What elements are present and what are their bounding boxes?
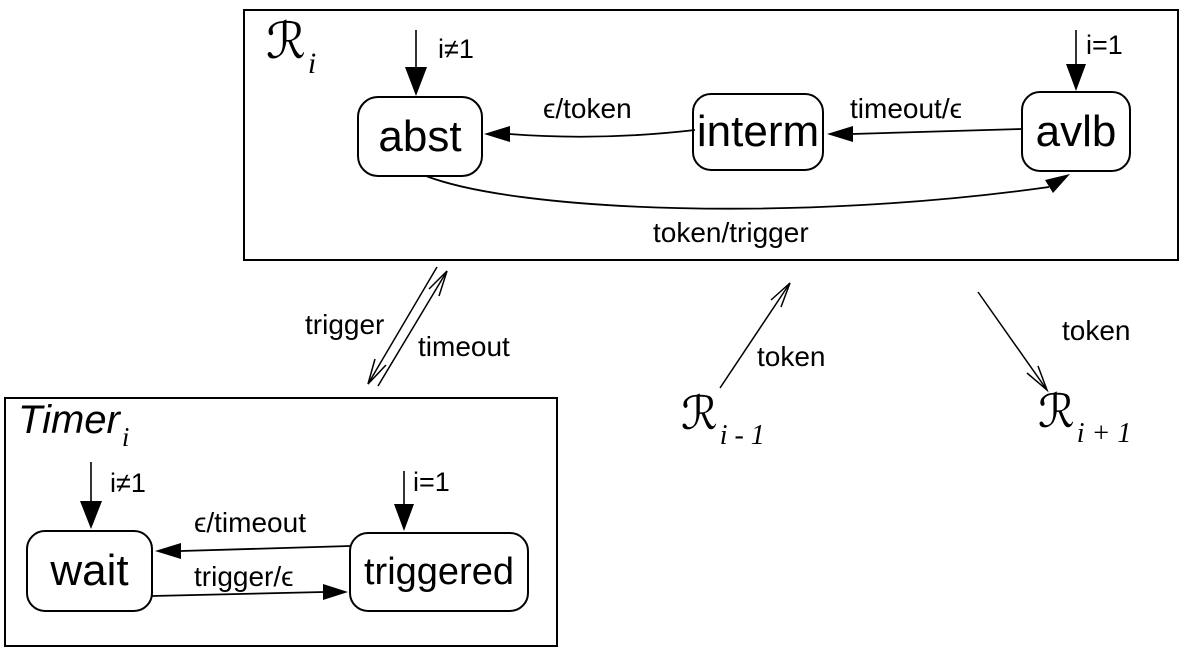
init-guard-avlb: i=1 bbox=[1086, 30, 1123, 60]
ri-title-sub: i bbox=[307, 47, 317, 80]
timer-title: Timeri bbox=[18, 398, 129, 451]
arrow-triggered-to-wait bbox=[155, 543, 351, 559]
neighbor-next: ℛi + 1 bbox=[1038, 388, 1131, 448]
label-eps-timeout: ϵ/timeout bbox=[194, 507, 306, 538]
neighbor-next-sub: i + 1 bbox=[1076, 418, 1132, 449]
init-guard-abst: i≠1 bbox=[438, 34, 474, 64]
arrow-init-abst bbox=[405, 30, 427, 96]
arrow-rprev-to-ri-token bbox=[719, 282, 791, 389]
ri-title: ℛi bbox=[266, 16, 316, 79]
neighbor-next-main: ℛ bbox=[1038, 384, 1075, 438]
state-wait-label: wait bbox=[50, 546, 129, 595]
arrow-init-avlb bbox=[1066, 30, 1086, 91]
state-triggered-label: triggered bbox=[364, 550, 514, 593]
label-timeout-eps: timeout/ϵ bbox=[850, 93, 962, 124]
arrow-ri-to-timer-trigger bbox=[367, 266, 438, 385]
state-interm bbox=[692, 93, 824, 171]
label-trigger: trigger bbox=[305, 309, 385, 340]
label-token-trigger: token/trigger bbox=[653, 217, 809, 248]
ri-machine-box bbox=[243, 9, 1179, 261]
label-token-next: token bbox=[1062, 315, 1131, 346]
state-triggered bbox=[349, 532, 529, 612]
state-interm-label: interm bbox=[696, 107, 820, 156]
ri-title-main: ℛ bbox=[266, 12, 306, 70]
arrow-init-triggered bbox=[394, 471, 414, 531]
arrow-wait-to-triggered bbox=[151, 584, 348, 600]
arrow-timer-to-ri-timeout bbox=[377, 270, 448, 387]
arrow-interm-to-abst bbox=[484, 126, 696, 142]
arrow-init-wait bbox=[80, 462, 102, 529]
init-guard-wait: i≠1 bbox=[110, 468, 146, 498]
label-token-prev: token bbox=[757, 341, 826, 372]
label-timeout: timeout bbox=[418, 331, 510, 362]
neighbor-prev: ℛi - 1 bbox=[681, 390, 765, 450]
state-wait bbox=[26, 530, 153, 612]
arrow-avlb-to-interm bbox=[827, 126, 1023, 142]
label-eps-token: ϵ/token bbox=[543, 93, 632, 124]
state-avlb-label: avlb bbox=[1035, 106, 1117, 156]
init-guard-triggered: i=1 bbox=[413, 467, 450, 497]
state-abst-label: abst bbox=[378, 111, 462, 161]
neighbor-prev-sub: i - 1 bbox=[719, 420, 765, 451]
arrow-ri-to-rnext-token bbox=[977, 291, 1049, 393]
state-avlb bbox=[1021, 91, 1131, 172]
timer-title-sub: i bbox=[121, 422, 130, 452]
state-abst bbox=[357, 96, 483, 177]
neighbor-prev-main: ℛ bbox=[681, 386, 718, 440]
arrow-abst-to-avlb bbox=[425, 174, 1070, 210]
timer-machine-box bbox=[4, 397, 558, 647]
label-trigger-eps: trigger/ϵ bbox=[194, 561, 294, 592]
timer-title-main: Timer bbox=[18, 398, 120, 442]
